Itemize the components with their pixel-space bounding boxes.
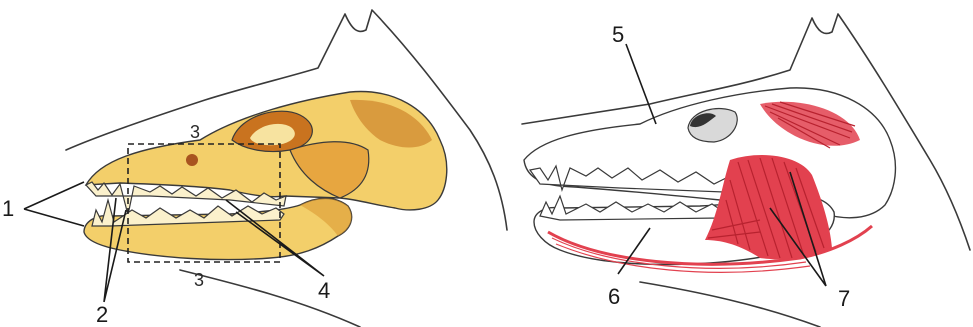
left-panel: 1 2 3 3 4 bbox=[2, 10, 507, 327]
label-2: 2 bbox=[96, 302, 108, 327]
right-panel: 5 6 7 bbox=[522, 14, 970, 327]
left-neck-outline bbox=[180, 270, 360, 327]
label-7: 7 bbox=[838, 286, 850, 311]
label-5: 5 bbox=[612, 22, 624, 47]
label-3-top: 3 bbox=[190, 122, 200, 142]
left-foramen bbox=[186, 154, 198, 166]
right-neck-outline bbox=[640, 282, 820, 327]
label-4: 4 bbox=[318, 278, 330, 303]
right-skull bbox=[524, 88, 895, 218]
leader-1 bbox=[24, 182, 84, 226]
label-6: 6 bbox=[608, 284, 620, 309]
label-3-bottom: 3 bbox=[194, 270, 204, 290]
label-1: 1 bbox=[2, 196, 14, 221]
leader-5 bbox=[626, 44, 656, 124]
